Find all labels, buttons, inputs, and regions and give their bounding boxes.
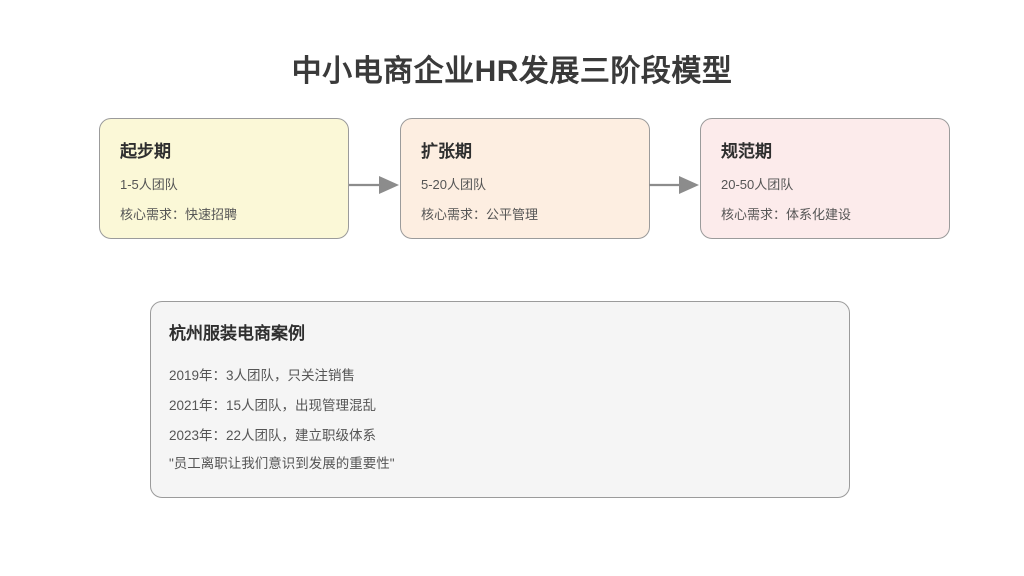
stage-card-expansion[interactable]: 扩张期 5-20人团队 核心需求：公平管理 <box>400 118 650 239</box>
arrow-stage2-to-stage3 <box>649 168 701 202</box>
case-study-line: 2021年：15人团队，出现管理混乱 <box>169 398 377 413</box>
stage-team-size: 20-50人团队 <box>721 177 794 192</box>
stage-title: 起步期 <box>120 142 171 161</box>
arrow-right-icon <box>649 176 699 194</box>
stage-title: 规范期 <box>721 142 772 161</box>
stage-title: 扩张期 <box>421 142 472 161</box>
arrow-right-icon <box>349 176 399 194</box>
arrow-stage1-to-stage2 <box>349 168 401 202</box>
stage-core-need: 核心需求：快速招聘 <box>120 207 238 222</box>
case-study-line: 2023年：22人团队，建立职级体系 <box>169 428 377 443</box>
stage-core-need: 核心需求：体系化建设 <box>721 207 852 222</box>
case-study-panel[interactable]: 杭州服装电商案例 2019年：3人团队，只关注销售 2021年：15人团队，出现… <box>150 301 850 498</box>
stage-card-standardization[interactable]: 规范期 20-50人团队 核心需求：体系化建设 <box>700 118 950 239</box>
case-study-quote: "员工离职让我们意识到发展的重要性" <box>169 456 395 471</box>
case-study-title: 杭州服装电商案例 <box>169 324 305 343</box>
stage-card-startup[interactable]: 起步期 1-5人团队 核心需求：快速招聘 <box>99 118 349 239</box>
stage-team-size: 5-20人团队 <box>421 177 487 192</box>
stage-team-size: 1-5人团队 <box>120 177 178 192</box>
stage-core-need: 核心需求：公平管理 <box>421 207 539 222</box>
case-study-line: 2019年：3人团队，只关注销售 <box>169 368 356 383</box>
page-title: 中小电商企业HR发展三阶段模型 <box>291 55 733 88</box>
